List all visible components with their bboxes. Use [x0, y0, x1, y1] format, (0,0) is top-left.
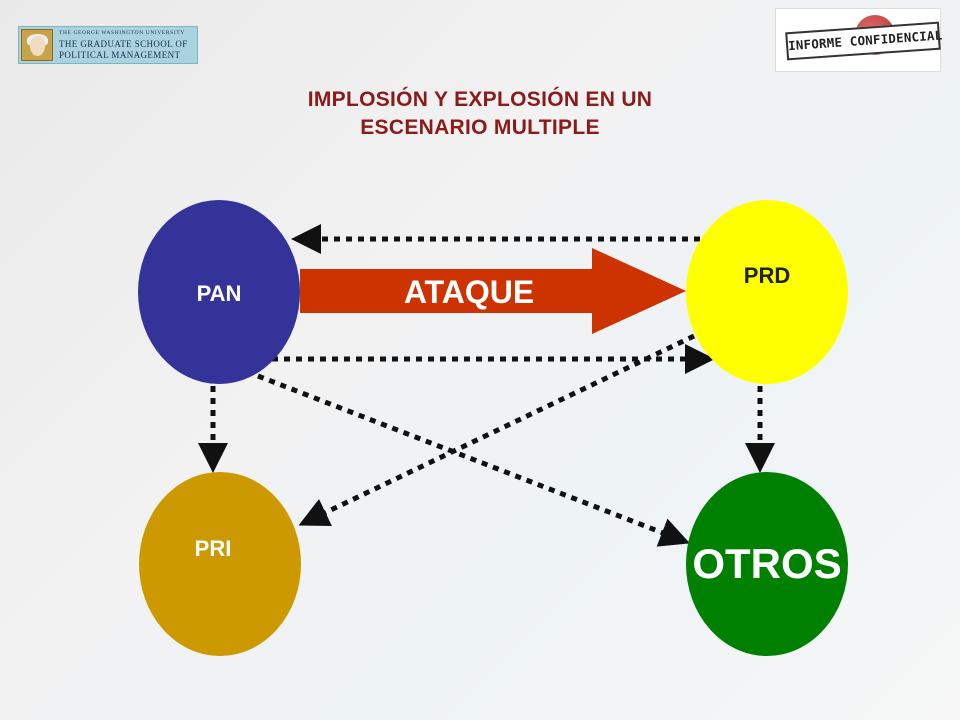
- page-title-line1: IMPLOSIÓN Y EXPLOSIÓN EN UN: [307, 88, 653, 111]
- node-prd: [686, 200, 848, 384]
- gwu-logo-line3: POLITICAL MANAGEMENT: [59, 50, 181, 60]
- attack-arrow: [300, 248, 686, 334]
- arrow-pan-to-otros: [257, 373, 690, 547]
- label-pri: PRI: [195, 536, 232, 561]
- washington-portrait-icon: [21, 29, 53, 61]
- label-prd: PRD: [744, 263, 790, 288]
- node-otros: [686, 472, 848, 656]
- informe-confidencial-logo: INFORME CONFIDENCIAL: [775, 8, 943, 72]
- arrow-prd-to-pri: [298, 333, 696, 527]
- node-pri: [139, 472, 301, 656]
- label-ataque: ATAQUE: [404, 274, 534, 310]
- label-pan: PAN: [197, 281, 242, 306]
- node-pan: [138, 200, 300, 384]
- gwu-logo-line2: THE GRADUATE SCHOOL OF: [59, 39, 188, 49]
- label-otros: OTROS: [692, 540, 841, 587]
- gwu-logo-line1: THE GEORGE WASHINGTON UNIVERSITY: [59, 30, 185, 36]
- page-title-line2: ESCENARIO MULTIPLE: [360, 116, 600, 139]
- gwu-logo: THE GEORGE WASHINGTON UNIVERSITY THE GRA…: [18, 26, 198, 64]
